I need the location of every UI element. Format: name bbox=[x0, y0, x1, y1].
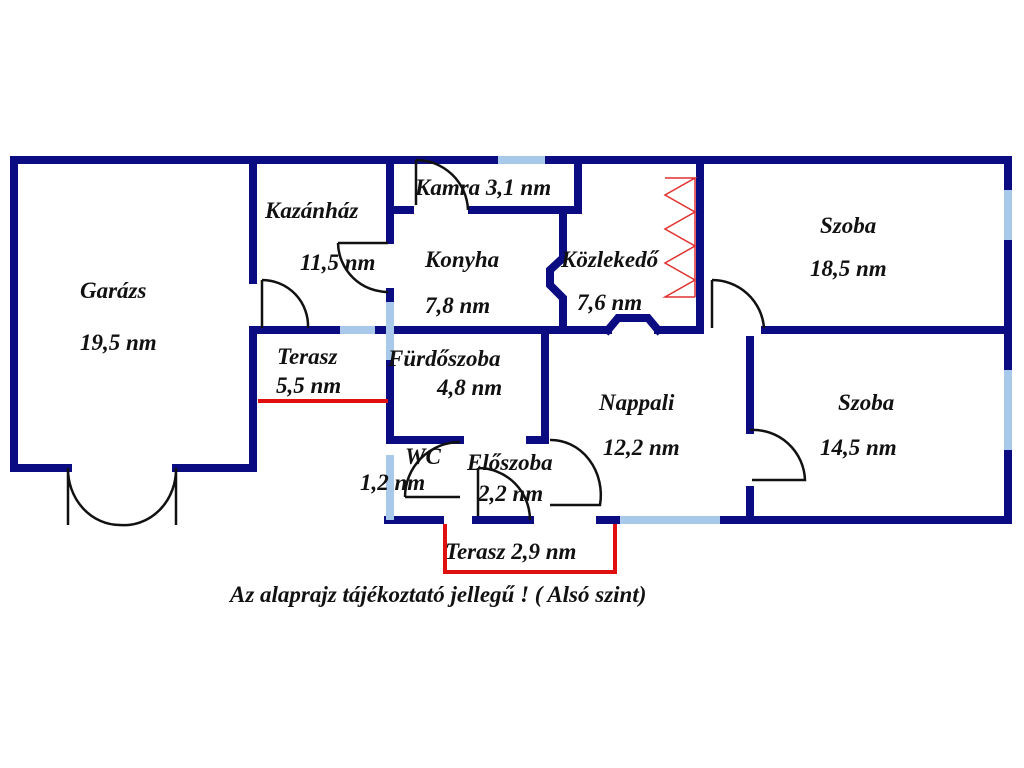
kazanhaz-area: 11,5 nm bbox=[300, 250, 375, 275]
doors bbox=[66, 158, 807, 527]
caption: Az alaprajz tájékoztató jellegű ! ( Alsó… bbox=[228, 582, 646, 607]
terasz1-area: 5,5 nm bbox=[276, 373, 341, 398]
furdo-name: Fürdőszoba bbox=[387, 346, 500, 371]
terasz2-label: Terasz 2,9 nm bbox=[445, 539, 576, 564]
stairs-icon bbox=[662, 177, 698, 298]
konyha-name: Konyha bbox=[424, 247, 499, 272]
windows bbox=[340, 156, 1012, 524]
kazanhaz-name: Kazánház bbox=[264, 198, 358, 223]
wc-area: 1,2 nm bbox=[360, 470, 425, 495]
szoba2-area: 14,5 nm bbox=[820, 435, 897, 460]
garazs-area: 19,5 nm bbox=[80, 330, 157, 355]
szoba1-name: Szoba bbox=[820, 213, 876, 238]
kozlekedo-area: 7,6 nm bbox=[577, 290, 642, 315]
eloszoba-name: Előszoba bbox=[466, 450, 553, 475]
nappali-name: Nappali bbox=[598, 390, 675, 415]
szoba2-name: Szoba bbox=[838, 390, 894, 415]
kamra-label: Kamra 3,1 nm bbox=[414, 175, 551, 200]
nappali-area: 12,2 nm bbox=[603, 435, 680, 460]
terraces bbox=[258, 399, 617, 574]
walls bbox=[10, 156, 1012, 524]
eloszoba-area: 2,2 nm bbox=[477, 481, 543, 506]
kozlekedo-name: Közlekedő bbox=[560, 247, 660, 272]
terasz1-name: Terasz bbox=[277, 344, 338, 369]
room-labels: Garázs 19,5 nm Kazánház 11,5 nm Kamra 3,… bbox=[80, 175, 897, 564]
garazs-name: Garázs bbox=[80, 278, 147, 303]
furdo-area: 4,8 nm bbox=[436, 375, 502, 400]
konyha-area: 7,8 nm bbox=[425, 293, 490, 318]
wc-name: WC bbox=[405, 444, 441, 469]
szoba1-area: 18,5 nm bbox=[810, 256, 887, 281]
